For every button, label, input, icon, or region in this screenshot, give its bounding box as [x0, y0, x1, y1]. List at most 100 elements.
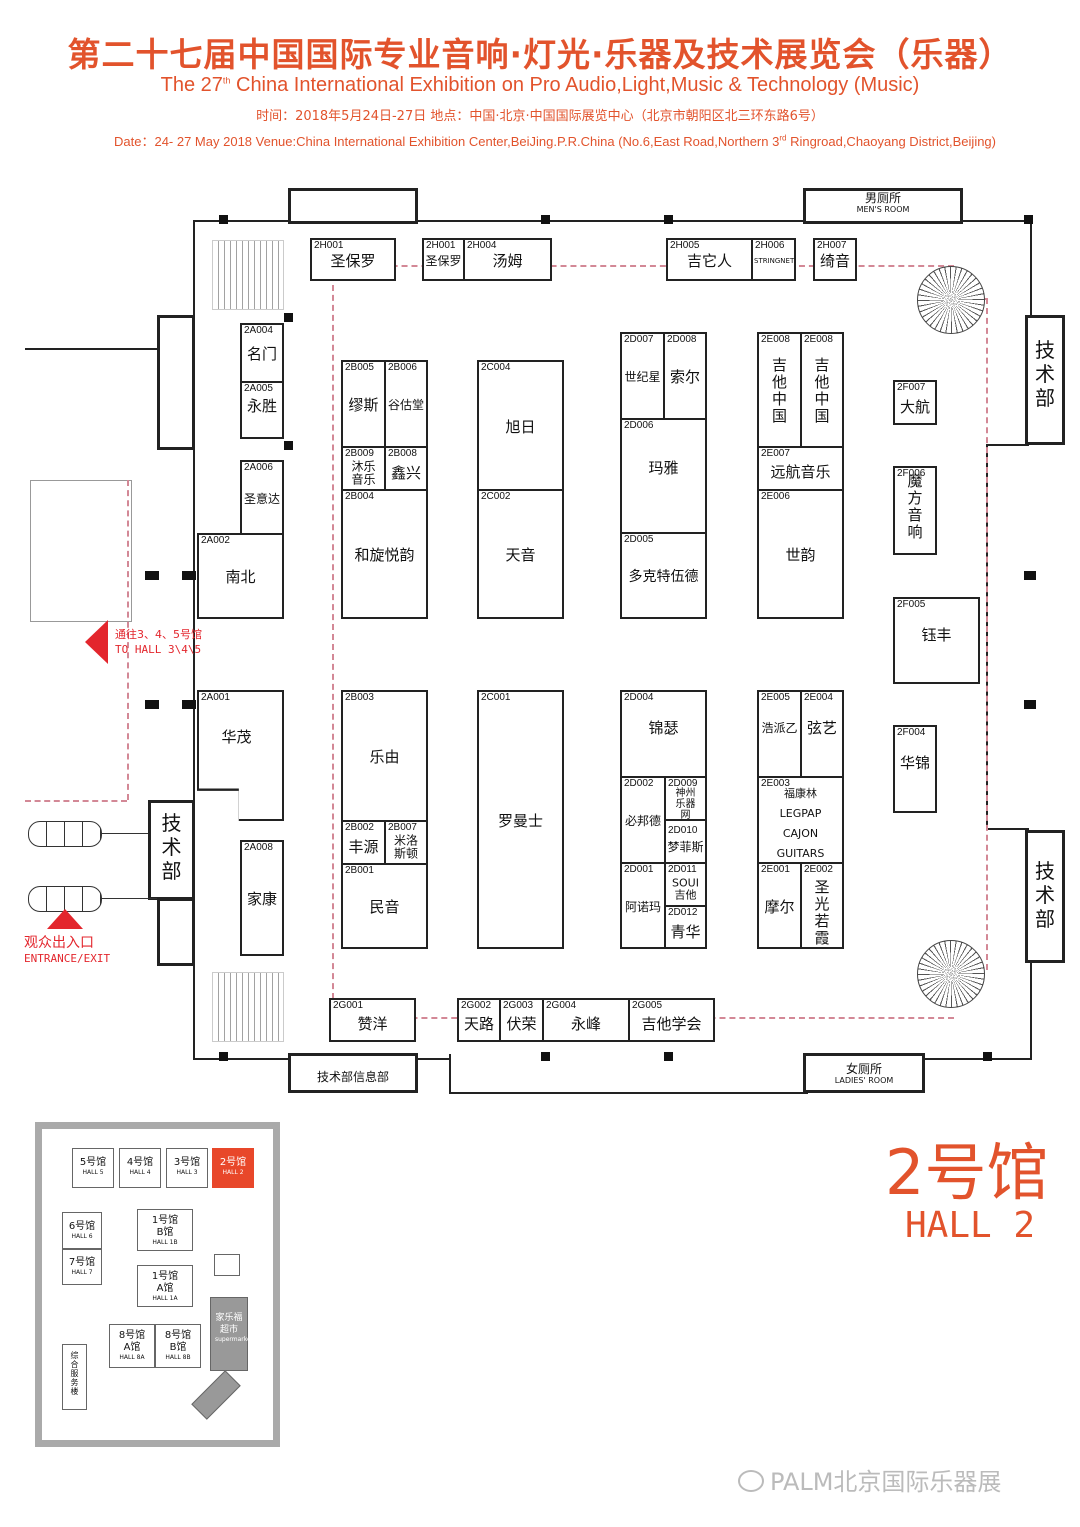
booth-code: 2D005 — [624, 534, 654, 545]
inset-hall-cn: 1号馆 A馆 — [151, 1271, 179, 1294]
inset-hall-en: HALL 5 — [82, 1169, 104, 1176]
door-icon[interactable] — [28, 886, 102, 912]
inset-hall-cn: 6号馆 — [68, 1221, 96, 1232]
booth[interactable]: 2E008 吉他中国 — [800, 332, 844, 448]
booth-code: 2E002 — [804, 864, 833, 875]
booth-name: 天路 — [463, 1015, 494, 1034]
booth-code: 2A008 — [244, 842, 273, 853]
pillar — [1024, 571, 1036, 580]
booth-name: 天音 — [505, 546, 536, 565]
pillar — [284, 441, 293, 450]
booth-name: 青华 — [670, 923, 701, 942]
watermark-text: PALM北京国际乐器展 — [770, 1468, 1002, 1496]
booth-code: 2B004 — [345, 491, 374, 502]
booth[interactable]: 2C002 天音 — [477, 489, 564, 619]
inset-service-building[interactable]: 综合服务楼 — [62, 1344, 87, 1410]
booth-code: 2H006 — [755, 240, 785, 251]
booth-name: 索尔 — [669, 368, 700, 387]
inset-block — [214, 1254, 240, 1276]
booth-code: 2D006 — [624, 420, 654, 431]
to-hall-cn: 通往3、4、5号馆 — [115, 628, 202, 641]
booth-name: 大航 — [899, 397, 930, 416]
pillar — [182, 700, 196, 709]
booth-name: 家康 — [246, 890, 277, 909]
wechat-icon — [738, 1470, 764, 1492]
booth-name: 吉他中国 — [814, 356, 830, 426]
booth-name: 米洛斯顿 — [393, 833, 418, 861]
booth-code: 2G004 — [546, 1000, 577, 1011]
door-icon[interactable] — [28, 821, 102, 847]
booth-code: 2C002 — [481, 491, 511, 502]
entrance-label-cn: 观众出入口 — [24, 935, 94, 951]
stairs-icon — [212, 972, 284, 1042]
booth[interactable]: 2A008 家康 — [240, 840, 284, 956]
inset-hall-cn: 5号馆 — [79, 1157, 107, 1168]
booth-code: 2B005 — [345, 362, 374, 373]
booth-code: 2H005 — [670, 240, 700, 251]
booth-code: 2D009 — [668, 778, 698, 789]
booth-code: 2E008 — [804, 334, 833, 345]
title-en-post: China International Exhibition on Pro Au… — [230, 74, 920, 96]
